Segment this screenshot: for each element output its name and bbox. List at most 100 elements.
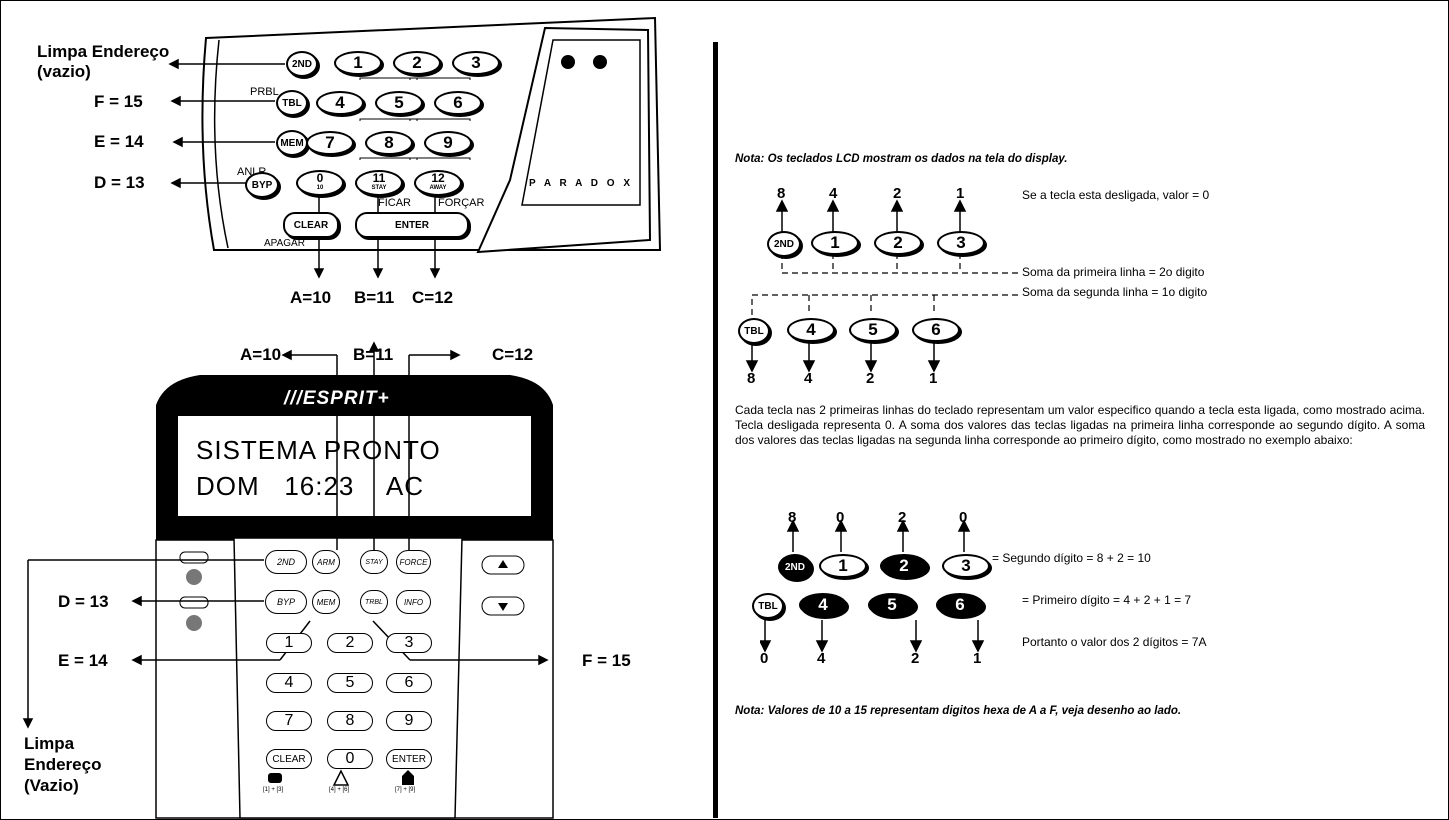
key-5[interactable]: 5: [327, 673, 373, 693]
top-key-2[interactable]: 2: [393, 51, 441, 75]
example-result: Portanto o valor dos 2 dígitos = 7A: [1022, 635, 1207, 649]
text-sum-second-row: Soma da segunda linha = 1o digito: [1022, 285, 1208, 299]
bit-key-2: 2: [874, 231, 922, 255]
top-key-clear[interactable]: CLEAR: [283, 212, 339, 238]
key-1[interactable]: 1: [266, 633, 312, 653]
example-key-1-off: 1: [819, 554, 867, 578]
key-3[interactable]: 3: [386, 633, 432, 653]
label-c-12: C=12: [412, 288, 454, 307]
bit-value-4-row2: 4: [804, 370, 813, 387]
key-6[interactable]: 6: [386, 673, 432, 693]
top-key-1[interactable]: 1: [334, 51, 382, 75]
key-mem[interactable]: MEM: [312, 590, 340, 614]
top-key-mem[interactable]: MEM: [276, 130, 308, 156]
lcd-line-2: DOM 16:23 AC: [196, 471, 424, 501]
key-force[interactable]: FORCE: [396, 550, 431, 574]
bit-value-2: 2: [893, 185, 902, 202]
example-key-tbl-off: TBL: [752, 593, 784, 619]
label-forcar: FORÇAR: [438, 197, 485, 209]
panic-label-3: [7] + [9]: [395, 787, 416, 793]
top-key-12-main: 12: [431, 171, 445, 185]
top-key-4[interactable]: 4: [316, 91, 364, 115]
bit-value-8-row2: 8: [747, 370, 756, 387]
key-2nd[interactable]: 2ND: [265, 550, 307, 574]
top-key-tbl[interactable]: TBL: [276, 90, 308, 116]
top-key-0-sub: 10: [316, 185, 324, 191]
paradox-brand: P A R A D O X: [529, 178, 634, 189]
key-7[interactable]: 7: [266, 711, 312, 731]
key-enter[interactable]: ENTER: [386, 749, 432, 769]
top-key-11[interactable]: 11 STAY: [355, 170, 403, 196]
top-key-12-sub: AWAY: [429, 185, 447, 191]
panic-label-1: [1] + [3]: [263, 787, 284, 793]
bit-value-1: 1: [956, 185, 965, 202]
top-key-2nd[interactable]: 2ND: [286, 51, 318, 77]
top-key-8[interactable]: 8: [365, 131, 413, 155]
top-key-byp[interactable]: BYP: [245, 172, 279, 198]
top-key-11-main: 11: [372, 171, 386, 185]
bottom-label-e-14: E = 14: [58, 651, 108, 670]
label-apagar: APAGAR: [264, 238, 305, 249]
example-key-2-on: 2: [880, 554, 928, 578]
text-off-value: Se a tecla esta desligada, valor = 0: [1022, 188, 1210, 202]
example-value-0a: 0: [836, 509, 845, 526]
key-arm[interactable]: ARM: [312, 550, 340, 574]
example-second-digit: = Segundo dígito = 8 + 2 = 10: [992, 551, 1151, 565]
example-value-0-row2: 0: [760, 650, 769, 667]
bit-key-5: 5: [849, 318, 897, 342]
bit-key-4: 4: [787, 318, 835, 342]
label-vazio-bottom: (Vazio): [24, 776, 79, 795]
top-key-enter[interactable]: ENTER: [355, 212, 469, 238]
bit-diagram: [745, 199, 1020, 373]
label-ficar: FICAR: [378, 197, 411, 209]
example-value-2: 2: [898, 509, 907, 526]
label-b-11: B=11: [354, 288, 395, 307]
esprit-logo: ///ESPRIT+: [284, 388, 390, 409]
bottom-label-d-13: D = 13: [58, 592, 109, 611]
top-key-6[interactable]: 6: [434, 91, 482, 115]
example-key-2nd-on: 2ND: [778, 554, 812, 580]
example-key-5-on: 5: [868, 593, 916, 617]
note-lcd: Nota: Os teclados LCD mostram os dados n…: [735, 153, 1068, 165]
key-0[interactable]: 0: [327, 749, 373, 769]
example-key-4-on: 4: [799, 593, 847, 617]
bottom-label-a-10: A=10: [240, 345, 282, 364]
key-byp[interactable]: BYP: [265, 590, 307, 614]
key-trbl[interactable]: TRBL: [360, 590, 388, 614]
bit-value-1-row2: 1: [929, 370, 938, 387]
top-key-5[interactable]: 5: [375, 91, 423, 115]
example-value-0b: 0: [959, 509, 968, 526]
bit-key-1: 1: [811, 231, 859, 255]
bit-key-3: 3: [937, 231, 985, 255]
key-8[interactable]: 8: [327, 711, 373, 731]
label-vazio: (vazio): [37, 62, 91, 81]
top-key-9[interactable]: 9: [424, 131, 472, 155]
bit-key-tbl: TBL: [738, 318, 770, 344]
key-clear[interactable]: CLEAR: [266, 749, 312, 769]
example-key-6-on: 6: [936, 593, 984, 617]
top-key-7[interactable]: 7: [306, 131, 354, 155]
text-sum-first-row: Soma da primeira linha = 2o digito: [1022, 265, 1205, 279]
explanation-paragraph: Cada tecla nas 2 primeiras linhas do tec…: [735, 403, 1425, 447]
example-key-3-off: 3: [942, 554, 990, 578]
top-key-12[interactable]: 12 AWAY: [414, 170, 462, 196]
key-9[interactable]: 9: [386, 711, 432, 731]
example-value-4-row2: 4: [817, 650, 826, 667]
bottom-label-c-12: C=12: [492, 345, 534, 364]
label-endereco: Endereço: [24, 755, 102, 774]
top-key-11-sub: STAY: [371, 185, 387, 191]
label-e-14: E = 14: [94, 132, 144, 151]
key-4[interactable]: 4: [266, 673, 312, 693]
label-f-15: F = 15: [94, 92, 143, 111]
label-limpa-endereco: Limpa Endereço: [37, 42, 170, 61]
example-value-2-row2: 2: [911, 650, 920, 667]
key-stay[interactable]: STAY: [360, 550, 388, 574]
example-value-8: 8: [788, 509, 797, 526]
top-key-3[interactable]: 3: [452, 51, 500, 75]
key-info[interactable]: INFO: [396, 590, 431, 614]
lcd-line-1: SISTEMA PRONTO: [196, 435, 441, 465]
top-key-0[interactable]: 0 10: [296, 170, 344, 196]
bottom-label-f-15: F = 15: [582, 651, 631, 670]
column-divider: [713, 42, 718, 818]
key-2[interactable]: 2: [327, 633, 373, 653]
